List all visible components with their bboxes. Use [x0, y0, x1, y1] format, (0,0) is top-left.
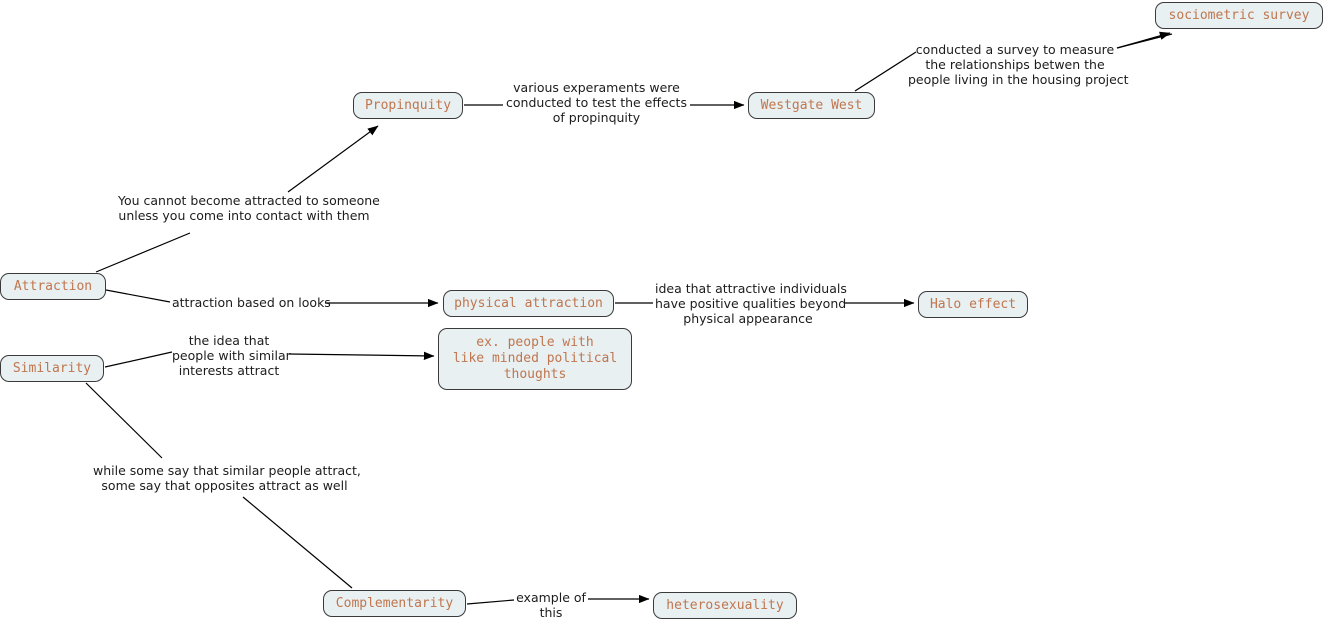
- node-similarity[interactable]: Similarity: [0, 355, 104, 382]
- node-political-example[interactable]: ex. people with like minded political th…: [438, 328, 632, 390]
- edge-label-complementarity-heterosexuality: example of this: [516, 590, 586, 620]
- edge-attraction-propinquity: [95, 125, 379, 273]
- edge-label-westgate-sociometric: conducted a survey to measure the relati…: [908, 42, 1129, 87]
- edge-label-similarity-complementarity: while some say that similar people attra…: [93, 463, 361, 493]
- edge-westgate-sociometric: [854, 31, 1173, 92]
- edge-complementarity-heterosexuality: [466, 594, 650, 605]
- node-westgate-west[interactable]: Westgate West: [748, 92, 875, 119]
- node-propinquity[interactable]: Propinquity: [353, 92, 463, 119]
- node-heterosexuality[interactable]: heterosexuality: [653, 592, 797, 619]
- node-attraction[interactable]: Attraction: [0, 273, 106, 300]
- edge-similarity-example: [104, 351, 435, 368]
- node-physical-attraction[interactable]: physical attraction: [443, 290, 614, 317]
- edge-label-attraction-propinquity: You cannot become attracted to someone u…: [118, 193, 380, 223]
- edge-label-attraction-physical: attraction based on looks: [172, 295, 331, 310]
- edge-label-propinquity-westgate: various experaments were conducted to te…: [506, 80, 687, 125]
- node-sociometric-survey[interactable]: sociometric survey: [1155, 2, 1323, 29]
- edge-similarity-complementarity: [85, 382, 353, 589]
- edge-label-similarity-example: the idea that people with similar intere…: [172, 333, 291, 378]
- edge-attraction-physical: [105, 289, 439, 308]
- edge-label-physical-halo: idea that attractive individuals have po…: [655, 281, 847, 326]
- node-halo-effect[interactable]: Halo effect: [918, 291, 1028, 318]
- node-complementarity[interactable]: Complementarity: [323, 590, 466, 617]
